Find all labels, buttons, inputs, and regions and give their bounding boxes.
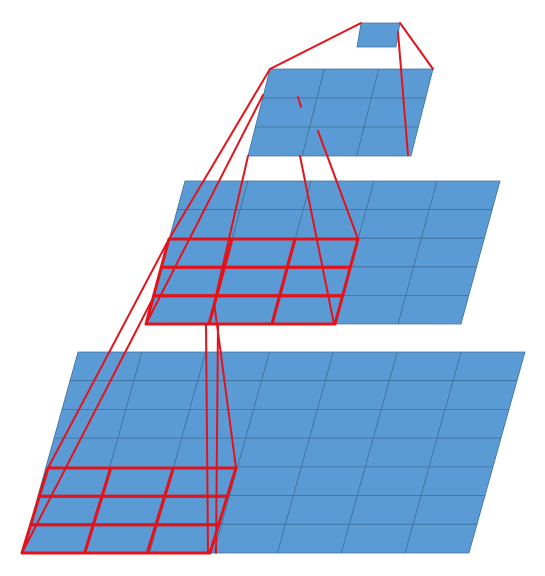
middle-feature-map-cell [224,237,296,268]
upper-feature-map-cell [247,126,311,157]
middle-feature-map-cell [145,294,218,325]
input-feature-map-cell [85,523,159,554]
middle-feature-map-cell [413,237,485,268]
middle-feature-map-cell [342,266,415,296]
projection-lines [21,22,434,554]
input-feature-map-cell [364,437,438,468]
middle-feature-map-cell [334,294,407,325]
projection-line [299,155,335,325]
input-feature-map-cell [109,437,183,468]
upper-feature-map-cell [262,68,325,99]
input-feature-map-cell [29,495,103,525]
projection-line [215,323,219,554]
input-feature-map-cell [436,408,510,439]
upper-feature-map [247,68,434,157]
receptive-field-highlights [20,237,360,555]
input-feature-map-cell [444,380,518,410]
input-feature-map-cell [117,408,191,439]
input-feature-map-cell [404,523,478,554]
projection-line [399,22,434,70]
input-feature-map-cell [197,351,271,382]
input-feature-map-cell [37,466,111,497]
input-feature-map-cell [276,523,350,554]
input-feature-map-cell [428,437,502,468]
input-feature-map-cell [221,495,294,525]
projection-line [168,68,271,240]
projection-line [213,155,249,305]
middle-feature-map-cell [216,266,289,296]
middle-feature-map-cell [357,209,430,239]
projection-line [297,96,302,108]
middle-feature-map-cell [287,237,359,268]
input-feature-map-cell [292,466,366,497]
middle-feature-map [145,180,501,325]
input-feature-map-cell [237,437,310,468]
middle-feature-map-cell [405,266,478,296]
input-receptive-field-cell [145,523,221,555]
middle-feature-map-cell [153,266,226,296]
projection-line [205,323,209,554]
upper-feature-map-cell [316,68,380,99]
upper-feature-map-cell [363,97,427,128]
input-feature-map-cell [245,408,318,439]
projection-line [145,94,264,325]
input-feature-map-cell [340,523,414,554]
input-feature-map-cell [284,495,358,525]
input-feature-map-cell [300,437,374,468]
upper-feature-map-cell [356,126,419,157]
input-feature-map-cell [388,351,462,382]
output-cell [356,22,401,48]
input-feature-map-cell [21,523,95,554]
input-feature-map-cell [213,523,286,554]
input-feature-map-cell [348,495,422,525]
middle-feature-map-cell [239,180,312,211]
projection-line [397,31,409,156]
input-feature-map-cell [261,351,334,382]
input-feature-map-cell [125,380,199,410]
middle-feature-map-cell [350,237,422,268]
projection-line [269,22,362,70]
input-feature-map-cell [53,408,127,439]
output-cell-cell [356,22,401,48]
middle-feature-map-cell [397,294,470,325]
input-feature-map-cell [380,380,454,410]
middle-feature-map-cell [279,266,352,296]
input-feature-map-cell [412,495,486,525]
input-feature-map-cell [229,466,302,497]
middle-feature-map-cell [231,209,304,239]
middle-feature-map-cell [208,294,281,325]
input-feature-map-cell [101,466,175,497]
input-feature-map-cell [93,495,167,525]
input-feature-map-cell [308,408,382,439]
upper-feature-map-cell [309,97,372,128]
input-feature-map-cell [452,351,526,382]
middle-feature-map-cell [365,180,438,211]
projection-line [21,299,153,554]
input-feature-map-cell [253,380,326,410]
middle-feature-map-cell [420,209,493,239]
input-feature-map [21,351,526,554]
input-feature-map-cell [324,351,398,382]
projection-line [47,238,170,469]
projection-line [317,130,359,240]
input-feature-map-cell [420,466,494,497]
input-feature-map-cell [316,380,390,410]
upper-feature-map-cell [301,126,365,157]
input-feature-map-cell [165,466,239,497]
middle-feature-map-cell [161,237,233,268]
input-feature-map-cell [372,408,446,439]
input-feature-map-cell [133,351,207,382]
middle-feature-map-cell [428,180,501,211]
upper-feature-map-cell [254,97,318,128]
input-feature-map-cell [356,466,430,497]
